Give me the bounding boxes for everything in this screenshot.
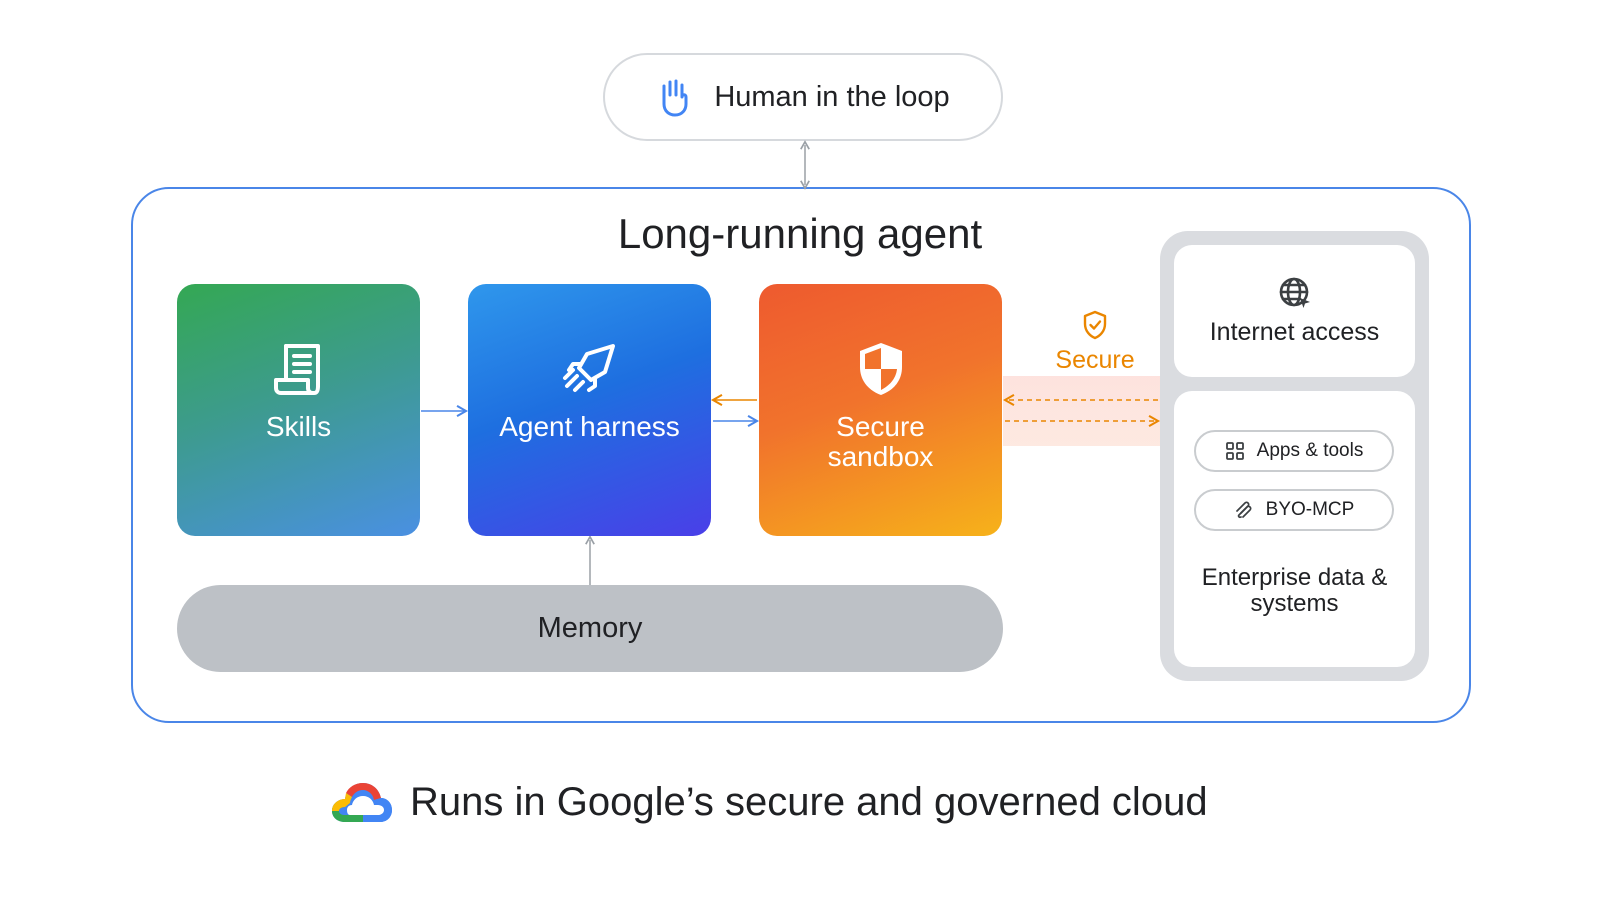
document-icon bbox=[273, 344, 320, 395]
google-cloud-logo bbox=[332, 783, 392, 822]
skills-card: Skills bbox=[177, 284, 420, 536]
byo-mcp-label: BYO-MCP bbox=[1265, 499, 1355, 520]
agent-harness-label: Agent harness bbox=[499, 411, 680, 442]
apps-tools-label: Apps & tools bbox=[1256, 440, 1364, 461]
mcp-icon bbox=[1235, 501, 1252, 519]
secure-badge: Secure bbox=[1035, 310, 1155, 375]
internet-access-card: Internet access bbox=[1174, 245, 1415, 377]
footer-label: Runs in Google’s secure and governed clo… bbox=[410, 779, 1208, 824]
enterprise-data-card: Apps & tools BYO-MCP Enterprise data & s… bbox=[1174, 391, 1415, 667]
hand-icon bbox=[662, 79, 688, 117]
secure-label: Secure bbox=[1055, 346, 1135, 374]
skills-label: Skills bbox=[265, 411, 332, 442]
footer: Runs in Google’s secure and governed clo… bbox=[330, 772, 1270, 832]
rocket-icon bbox=[562, 344, 615, 392]
secure-sandbox-label: Secure sandbox bbox=[827, 411, 934, 472]
grid-icon bbox=[1225, 442, 1244, 460]
internet-access-label: Internet access bbox=[1209, 317, 1380, 346]
agent-harness-card: Agent harness bbox=[468, 284, 711, 536]
enterprise-data-label: Enterprise data & systems bbox=[1201, 564, 1388, 617]
secure-connection-beam bbox=[1003, 376, 1161, 446]
agent-title: Long-running agent bbox=[617, 210, 983, 257]
secure-sandbox-card: Secure sandbox bbox=[759, 284, 1002, 536]
memory-bar: Memory bbox=[177, 585, 1003, 672]
human-in-the-loop-pill: Human in the loop bbox=[603, 53, 1003, 141]
globe-icon bbox=[1279, 277, 1310, 308]
apps-tools-chip: Apps & tools bbox=[1194, 430, 1394, 472]
shield-check-icon bbox=[1083, 310, 1107, 340]
byo-mcp-chip: BYO-MCP bbox=[1194, 489, 1394, 531]
human-label: Human in the loop bbox=[714, 80, 950, 113]
shield-icon bbox=[859, 343, 902, 395]
